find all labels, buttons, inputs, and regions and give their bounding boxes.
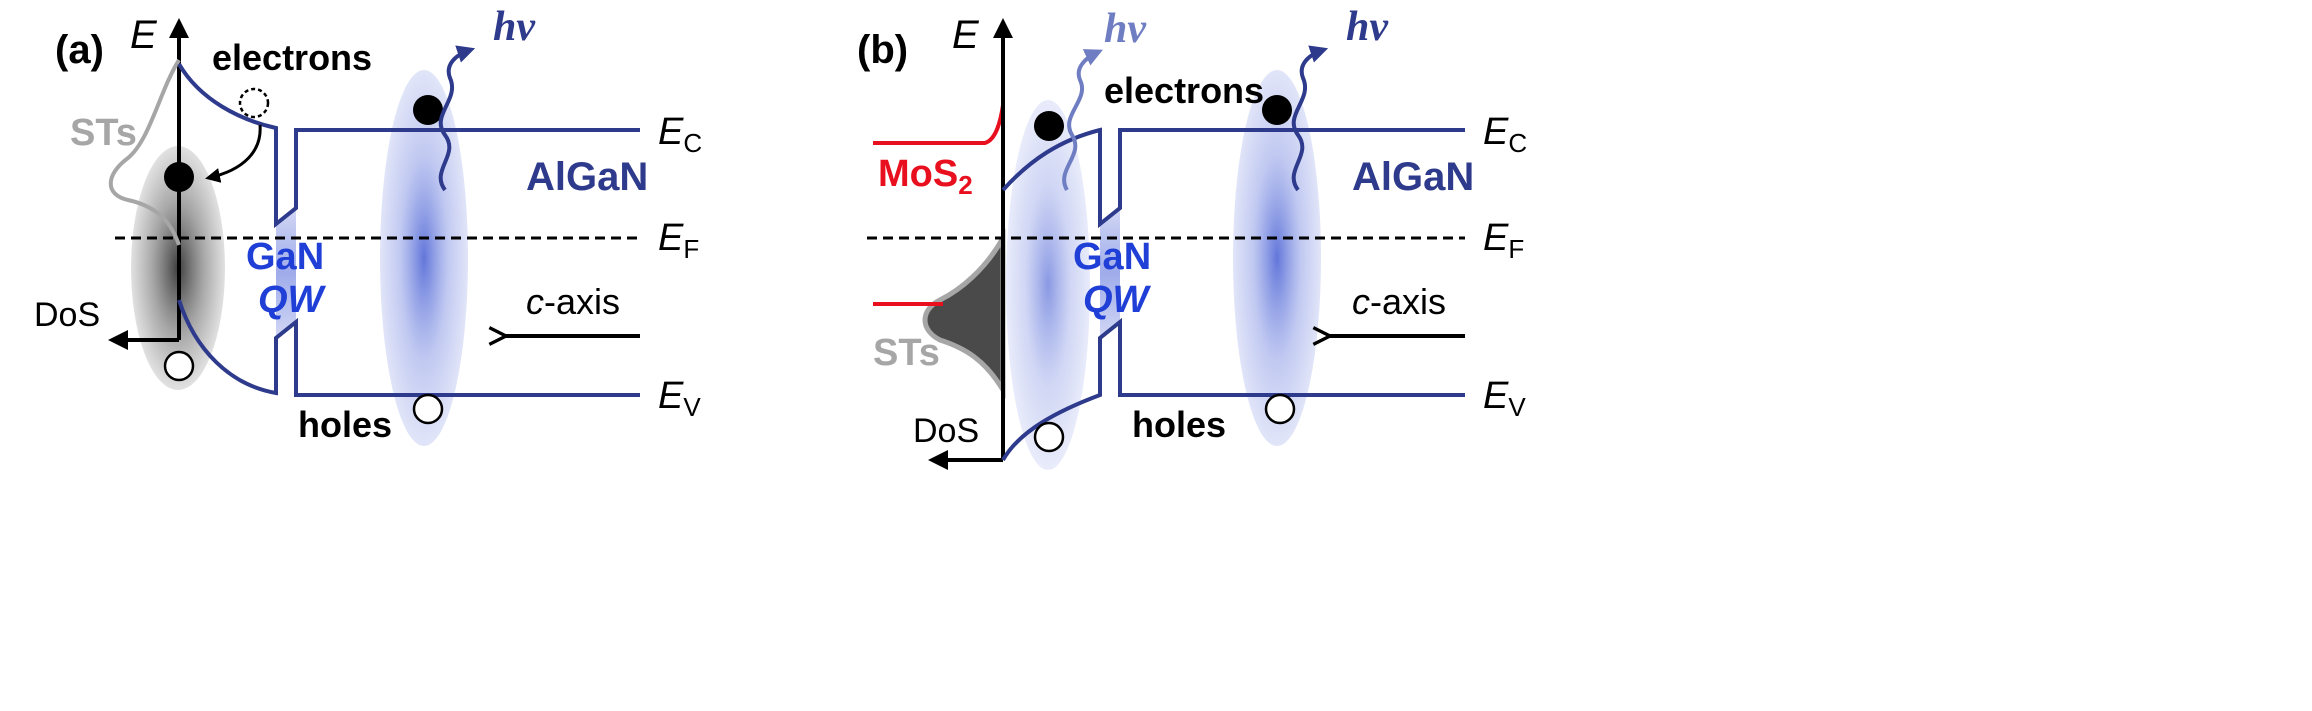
valence-hole — [412, 393, 444, 425]
capture-arrow — [205, 124, 262, 183]
conduction-electron-b — [1262, 95, 1292, 125]
photon-emission-icon — [438, 45, 476, 192]
ec-label-b: EC — [1483, 111, 1527, 158]
electrons-label: electrons — [212, 37, 372, 78]
dos-label-b: DoS — [913, 412, 979, 450]
conduction-band — [177, 62, 640, 229]
interface-electron — [1034, 111, 1064, 141]
sts-label-b: STs — [873, 332, 940, 374]
qw-label: QW — [258, 279, 327, 321]
valence-band — [177, 299, 640, 397]
c-axis-label: c-axis — [526, 281, 620, 322]
photon-label-right: hν — [1346, 4, 1389, 50]
interface-photon-icon — [1062, 49, 1103, 192]
ev-label-b: EV — [1483, 375, 1526, 422]
st-hole — [163, 350, 195, 382]
sts-dos-blob — [922, 228, 1006, 400]
panel-b-label: (b) — [857, 28, 908, 72]
interface-hole — [1033, 421, 1065, 453]
bulk-recombination-ellipse-b — [1233, 70, 1321, 446]
panel-b: (b) MoS2 E DoS STs hν hν — [857, 4, 1527, 470]
energy-axis-label-b: E — [952, 13, 980, 57]
photon-emission-icon-b — [1291, 45, 1329, 192]
photon-label-left: hν — [1104, 6, 1147, 52]
c-axis-label-b: c-axis — [1352, 281, 1446, 322]
ef-label-b: EF — [1483, 217, 1524, 264]
holes-label-b: holes — [1132, 404, 1226, 445]
electrons-label-b: electrons — [1104, 70, 1264, 111]
qw-label-b: QW — [1083, 279, 1152, 321]
gan-label: GaN — [246, 236, 324, 278]
mos2-conduction-band — [873, 104, 1005, 145]
qw-region — [276, 208, 296, 338]
conduction-band-b — [1001, 127, 1465, 229]
dos-label: DoS — [34, 296, 100, 334]
empty-electron-state — [238, 87, 270, 119]
qw-region-b — [1100, 208, 1120, 338]
photon-label: hν — [493, 4, 536, 50]
bulk-recombination-ellipse — [380, 70, 468, 446]
sts-dos-curve — [108, 58, 181, 246]
trapped-electron — [164, 162, 194, 192]
ec-label: EC — [658, 111, 702, 158]
ev-label: EV — [658, 375, 701, 422]
panel-a: (a) E DoS STs hν electrons — [34, 4, 702, 446]
conduction-electron — [413, 95, 443, 125]
sts-label: STs — [70, 112, 137, 154]
gan-label-b: GaN — [1073, 236, 1151, 278]
valence-band-b — [1001, 317, 1465, 461]
energy-axis-label: E — [130, 13, 158, 57]
ef-label: EF — [658, 217, 699, 264]
holes-label: holes — [298, 404, 392, 445]
valence-hole-b — [1264, 393, 1296, 425]
mos2-label: MoS2 — [878, 153, 973, 200]
interface-recombination-ellipse — [1006, 100, 1090, 470]
panel-a-label: (a) — [55, 28, 104, 72]
algan-label-b: AlGaN — [1352, 155, 1474, 199]
algan-label: AlGaN — [526, 155, 648, 199]
